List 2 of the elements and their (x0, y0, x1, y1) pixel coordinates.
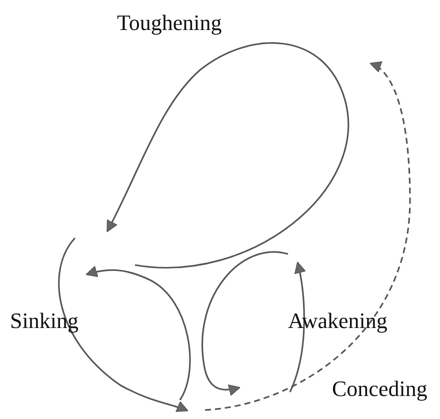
stage-label: Toughening (117, 12, 222, 34)
stage-label: Conceding (332, 378, 428, 400)
